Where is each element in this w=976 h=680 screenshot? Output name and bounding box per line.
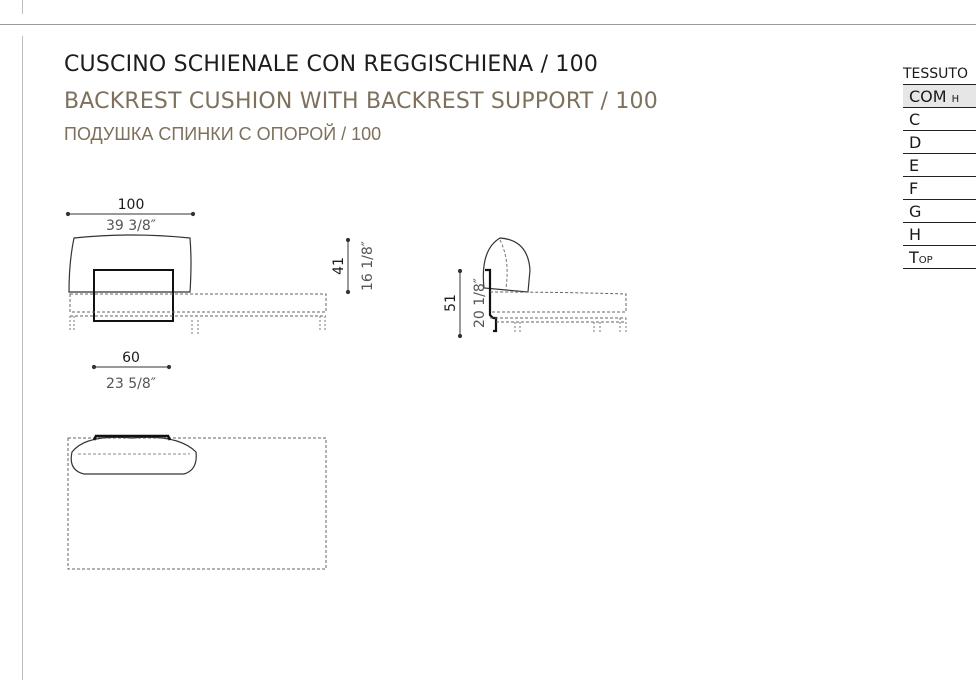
fabric-top-rest: OP bbox=[918, 254, 933, 266]
fabric-grade: H bbox=[903, 222, 976, 246]
title-russian: ПОДУШКА СПИНКИ С ОПОРОЙ / 100 bbox=[64, 124, 382, 144]
table-row: C bbox=[903, 107, 976, 131]
fabric-header-main: COM bbox=[909, 86, 947, 106]
table-row: D bbox=[903, 130, 976, 154]
front-view bbox=[65, 211, 351, 370]
fabric-table-title: TESSUTO bbox=[903, 66, 968, 82]
fabric-header-cell: COM H bbox=[903, 84, 976, 108]
side-view bbox=[457, 237, 627, 339]
left-margin-line bbox=[22, 36, 23, 680]
table-row: E bbox=[903, 153, 976, 177]
dim-cushion-height-in: 16 1/8″ bbox=[360, 241, 376, 291]
fabric-top-initial: T bbox=[909, 247, 919, 267]
fabric-price-table: TESSUTO COM H C D E F G H TOP bbox=[903, 64, 976, 269]
table-row: F bbox=[903, 176, 976, 200]
left-margin-line-top bbox=[22, 0, 23, 14]
fabric-grade-top: TOP bbox=[903, 245, 976, 269]
dim-support-width-cm: 60 bbox=[122, 350, 140, 366]
header-divider bbox=[0, 24, 976, 25]
title-english: BACKREST CUSHION WITH BACKREST SUPPORT /… bbox=[64, 89, 658, 114]
table-row: H bbox=[903, 222, 976, 246]
title-italian: CUSCINO SCHIENALE CON REGGISCHIENA / 100 bbox=[64, 52, 599, 77]
fabric-header-suffix: H bbox=[951, 93, 960, 105]
dim-side-height-cm: 51 bbox=[443, 294, 459, 312]
fabric-grade: F bbox=[903, 176, 976, 200]
table-row: G bbox=[903, 199, 976, 223]
top-view bbox=[67, 434, 327, 570]
fabric-grade: C bbox=[903, 107, 976, 131]
dim-support-width-in: 23 5/8″ bbox=[106, 376, 156, 392]
table-row: TOP bbox=[903, 245, 976, 269]
fabric-grade: G bbox=[903, 199, 976, 223]
fabric-grade: D bbox=[903, 130, 976, 154]
dim-side-height-in: 20 1/8″ bbox=[472, 278, 488, 328]
fabric-grade: E bbox=[903, 153, 976, 177]
dim-width-in: 39 3/8″ bbox=[106, 218, 156, 234]
dim-cushion-height-cm: 41 bbox=[331, 257, 347, 275]
table-row: COM H bbox=[903, 84, 976, 108]
dim-width-cm: 100 bbox=[118, 197, 145, 213]
fabric-grades: COM H C D E F G H TOP bbox=[903, 84, 976, 269]
